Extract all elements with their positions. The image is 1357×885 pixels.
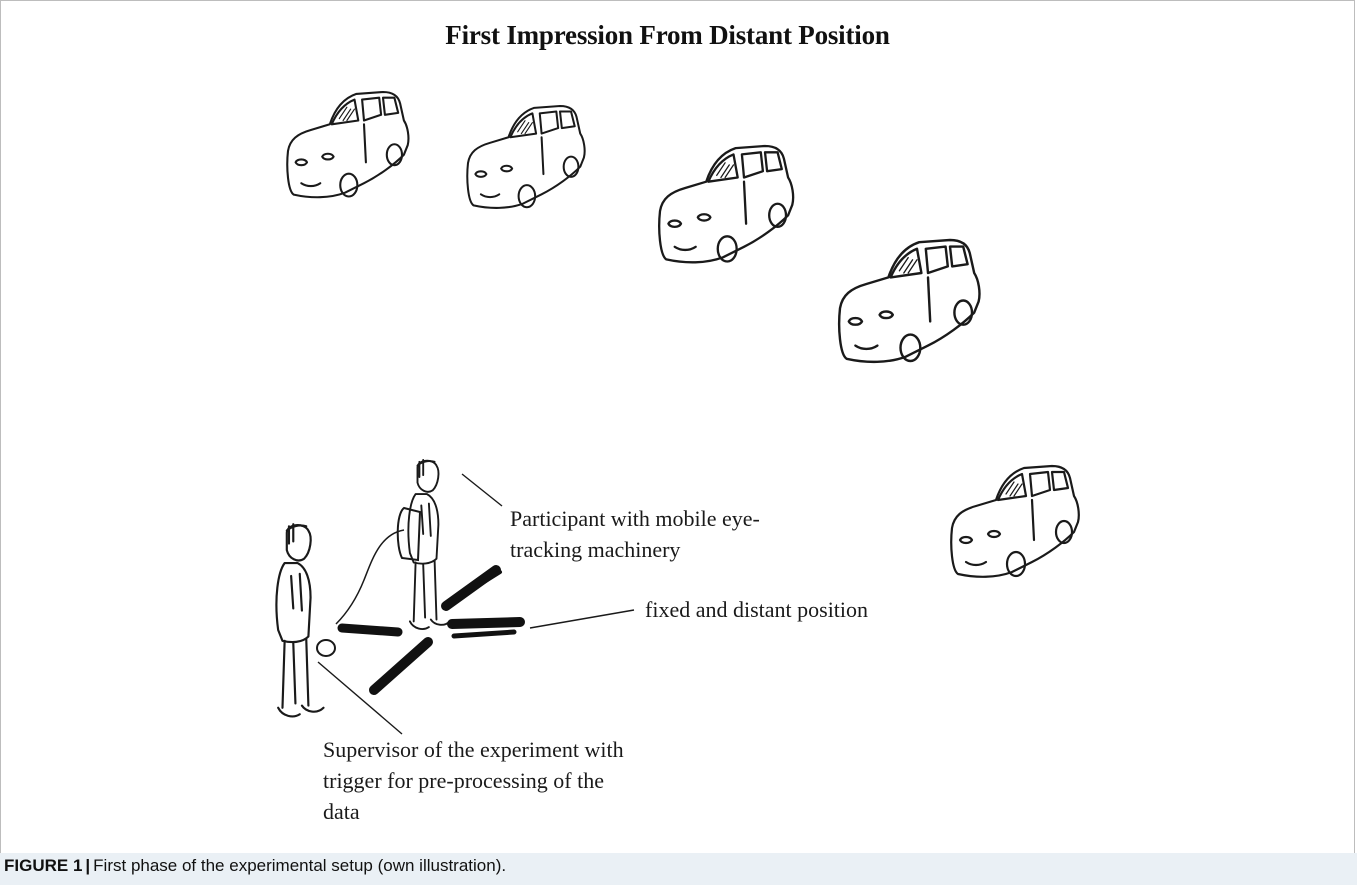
caption-figure-number: FIGURE 1 — [4, 856, 83, 875]
supervisor-figure — [275, 523, 336, 718]
supervisor-label: Supervisor of the experiment with trigge… — [323, 734, 624, 827]
car-sketch-3 — [658, 144, 795, 264]
position-label-line: fixed and distant position — [645, 597, 869, 622]
cross-marker-icon — [337, 565, 525, 695]
backpack-icon — [396, 506, 422, 562]
participant-figure — [335, 458, 451, 630]
participant-label-line-1: Participant with mobile eye- — [510, 506, 760, 531]
caption-text: First phase of the experimental setup (o… — [93, 856, 507, 875]
figure-frame — [0, 0, 1355, 853]
caption-separator: | — [85, 856, 91, 875]
leader-line-participant — [461, 473, 503, 507]
car-sketch-5 — [950, 464, 1080, 578]
participant-label: Participant with mobile eye- tracking ma… — [510, 503, 760, 565]
figure-title: First Impression From Distant Position — [445, 20, 890, 50]
participant-label-line-2: tracking machinery — [510, 537, 681, 562]
figure-caption: FIGURE 1|First phase of the experimental… — [0, 853, 1357, 885]
car-sketch-1 — [286, 90, 410, 199]
car-sketch-4 — [837, 238, 981, 364]
car-sketch-2 — [466, 104, 586, 209]
leader-line-position — [529, 609, 635, 629]
supervisor-label-line-3: data — [323, 799, 360, 824]
leader-line-supervisor — [317, 661, 403, 735]
supervisor-label-line-2: trigger for pre-processing of the — [323, 768, 605, 793]
supervisor-label-line-1: Supervisor of the experiment with — [323, 737, 624, 762]
sketch-illustration — [275, 90, 1080, 735]
position-label: fixed and distant position — [645, 594, 868, 625]
